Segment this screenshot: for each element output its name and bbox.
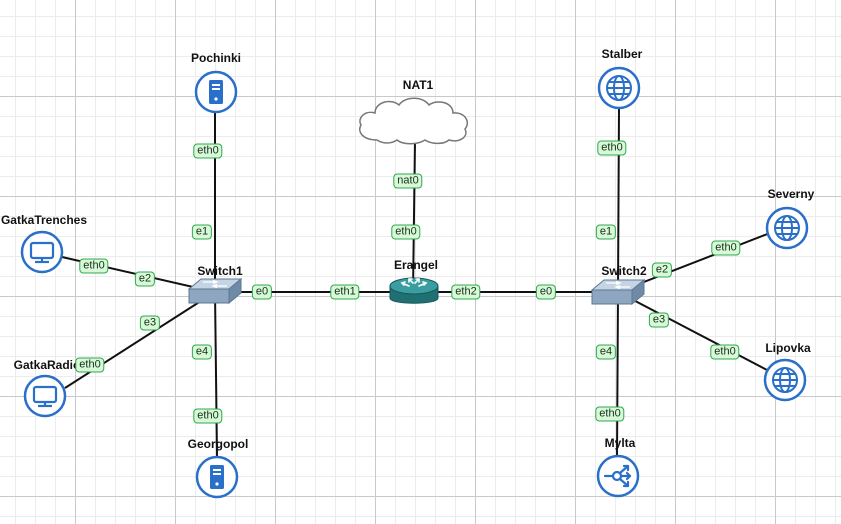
port-label-switch2-e0: e0 (535, 284, 557, 300)
node-label-severny: Severny (767, 187, 815, 201)
port-label-switch1-e2: e2 (134, 271, 156, 287)
server-icon[interactable] (194, 70, 238, 114)
link-nat1-erangel (412, 139, 416, 293)
node-label-lipovka: Lipovka (765, 341, 811, 355)
port-label-severny-eth0: eth0 (711, 240, 741, 256)
globe-icon[interactable] (597, 66, 641, 110)
router-icon[interactable] (388, 274, 440, 310)
monitor-icon[interactable] (20, 230, 64, 274)
port-label-nat1-nat0: nat0 (393, 173, 423, 189)
port-label-gatkaradio-eth0: eth0 (75, 357, 105, 373)
link-switch2-lipovka (617, 291, 768, 371)
port-label-switch2-e4: e4 (595, 344, 617, 360)
port-label-georgopol-eth0: eth0 (193, 408, 223, 424)
globe-icon[interactable] (765, 206, 809, 250)
port-label-erangel-eth0: eth0 (391, 224, 421, 240)
link-switch1-georgopol (214, 291, 218, 457)
cloud-icon[interactable] (355, 94, 473, 146)
node-label-gatkaradio: GatkaRadio (13, 358, 81, 372)
node-label-mylta: Mylta (604, 436, 636, 450)
server-icon[interactable] (195, 455, 239, 499)
node-label-stalber: Stalber (601, 47, 643, 61)
link-stalber-switch2 (617, 107, 620, 293)
switch-icon[interactable] (187, 277, 243, 307)
port-label-switch1-e4: e4 (191, 344, 213, 360)
link-switch2-mylta (616, 291, 619, 457)
node-label-pochinki: Pochinki (190, 51, 242, 65)
globe-icon[interactable] (763, 358, 807, 402)
port-label-switch1-e0: e0 (251, 284, 273, 300)
node-label-switch1: Switch1 (197, 264, 243, 278)
port-label-erangel-eth1: eth1 (330, 284, 360, 300)
node-label-gatkatrenches: GatkaTrenches (0, 213, 88, 227)
port-label-switch1-e3: e3 (139, 315, 161, 331)
monitor-icon[interactable] (23, 374, 67, 418)
port-label-pochinki-eth0: eth0 (193, 143, 223, 159)
port-label-mylta-eth0: eth0 (595, 406, 625, 422)
port-label-switch2-e1: e1 (595, 224, 617, 240)
node-label-georgopol: Georgopol (187, 437, 249, 451)
switch-icon[interactable] (590, 278, 646, 308)
port-label-switch2-e2: e2 (651, 262, 673, 278)
node-label-erangel: Erangel (393, 258, 439, 272)
share-icon[interactable] (596, 454, 640, 498)
node-label-nat1: NAT1 (402, 78, 434, 92)
port-label-gatkatrenches-eth0: eth0 (79, 258, 109, 274)
port-label-erangel-eth2: eth2 (451, 284, 481, 300)
port-label-switch1-e1: e1 (191, 224, 213, 240)
port-label-switch2-e3: e3 (648, 312, 670, 328)
node-label-switch2: Switch2 (601, 264, 647, 278)
port-label-lipovka-eth0: eth0 (710, 344, 740, 360)
port-label-stalber-eth0: eth0 (597, 140, 627, 156)
